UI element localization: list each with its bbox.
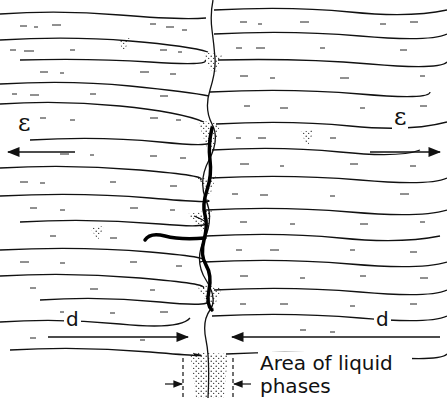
texture-dashes xyxy=(10,22,428,340)
displacement-label: d xyxy=(64,308,81,331)
strain-label: ε xyxy=(16,110,32,138)
displacement-arrows xyxy=(48,336,440,338)
dimension-marks xyxy=(165,358,251,400)
crack xyxy=(145,128,212,310)
area-label: Area of liquid phases xyxy=(258,352,412,398)
displacement-label: d xyxy=(374,308,391,331)
liquid-phase-areas xyxy=(90,38,314,398)
strain-label: ε xyxy=(392,104,408,132)
strain-arrows xyxy=(8,151,440,153)
